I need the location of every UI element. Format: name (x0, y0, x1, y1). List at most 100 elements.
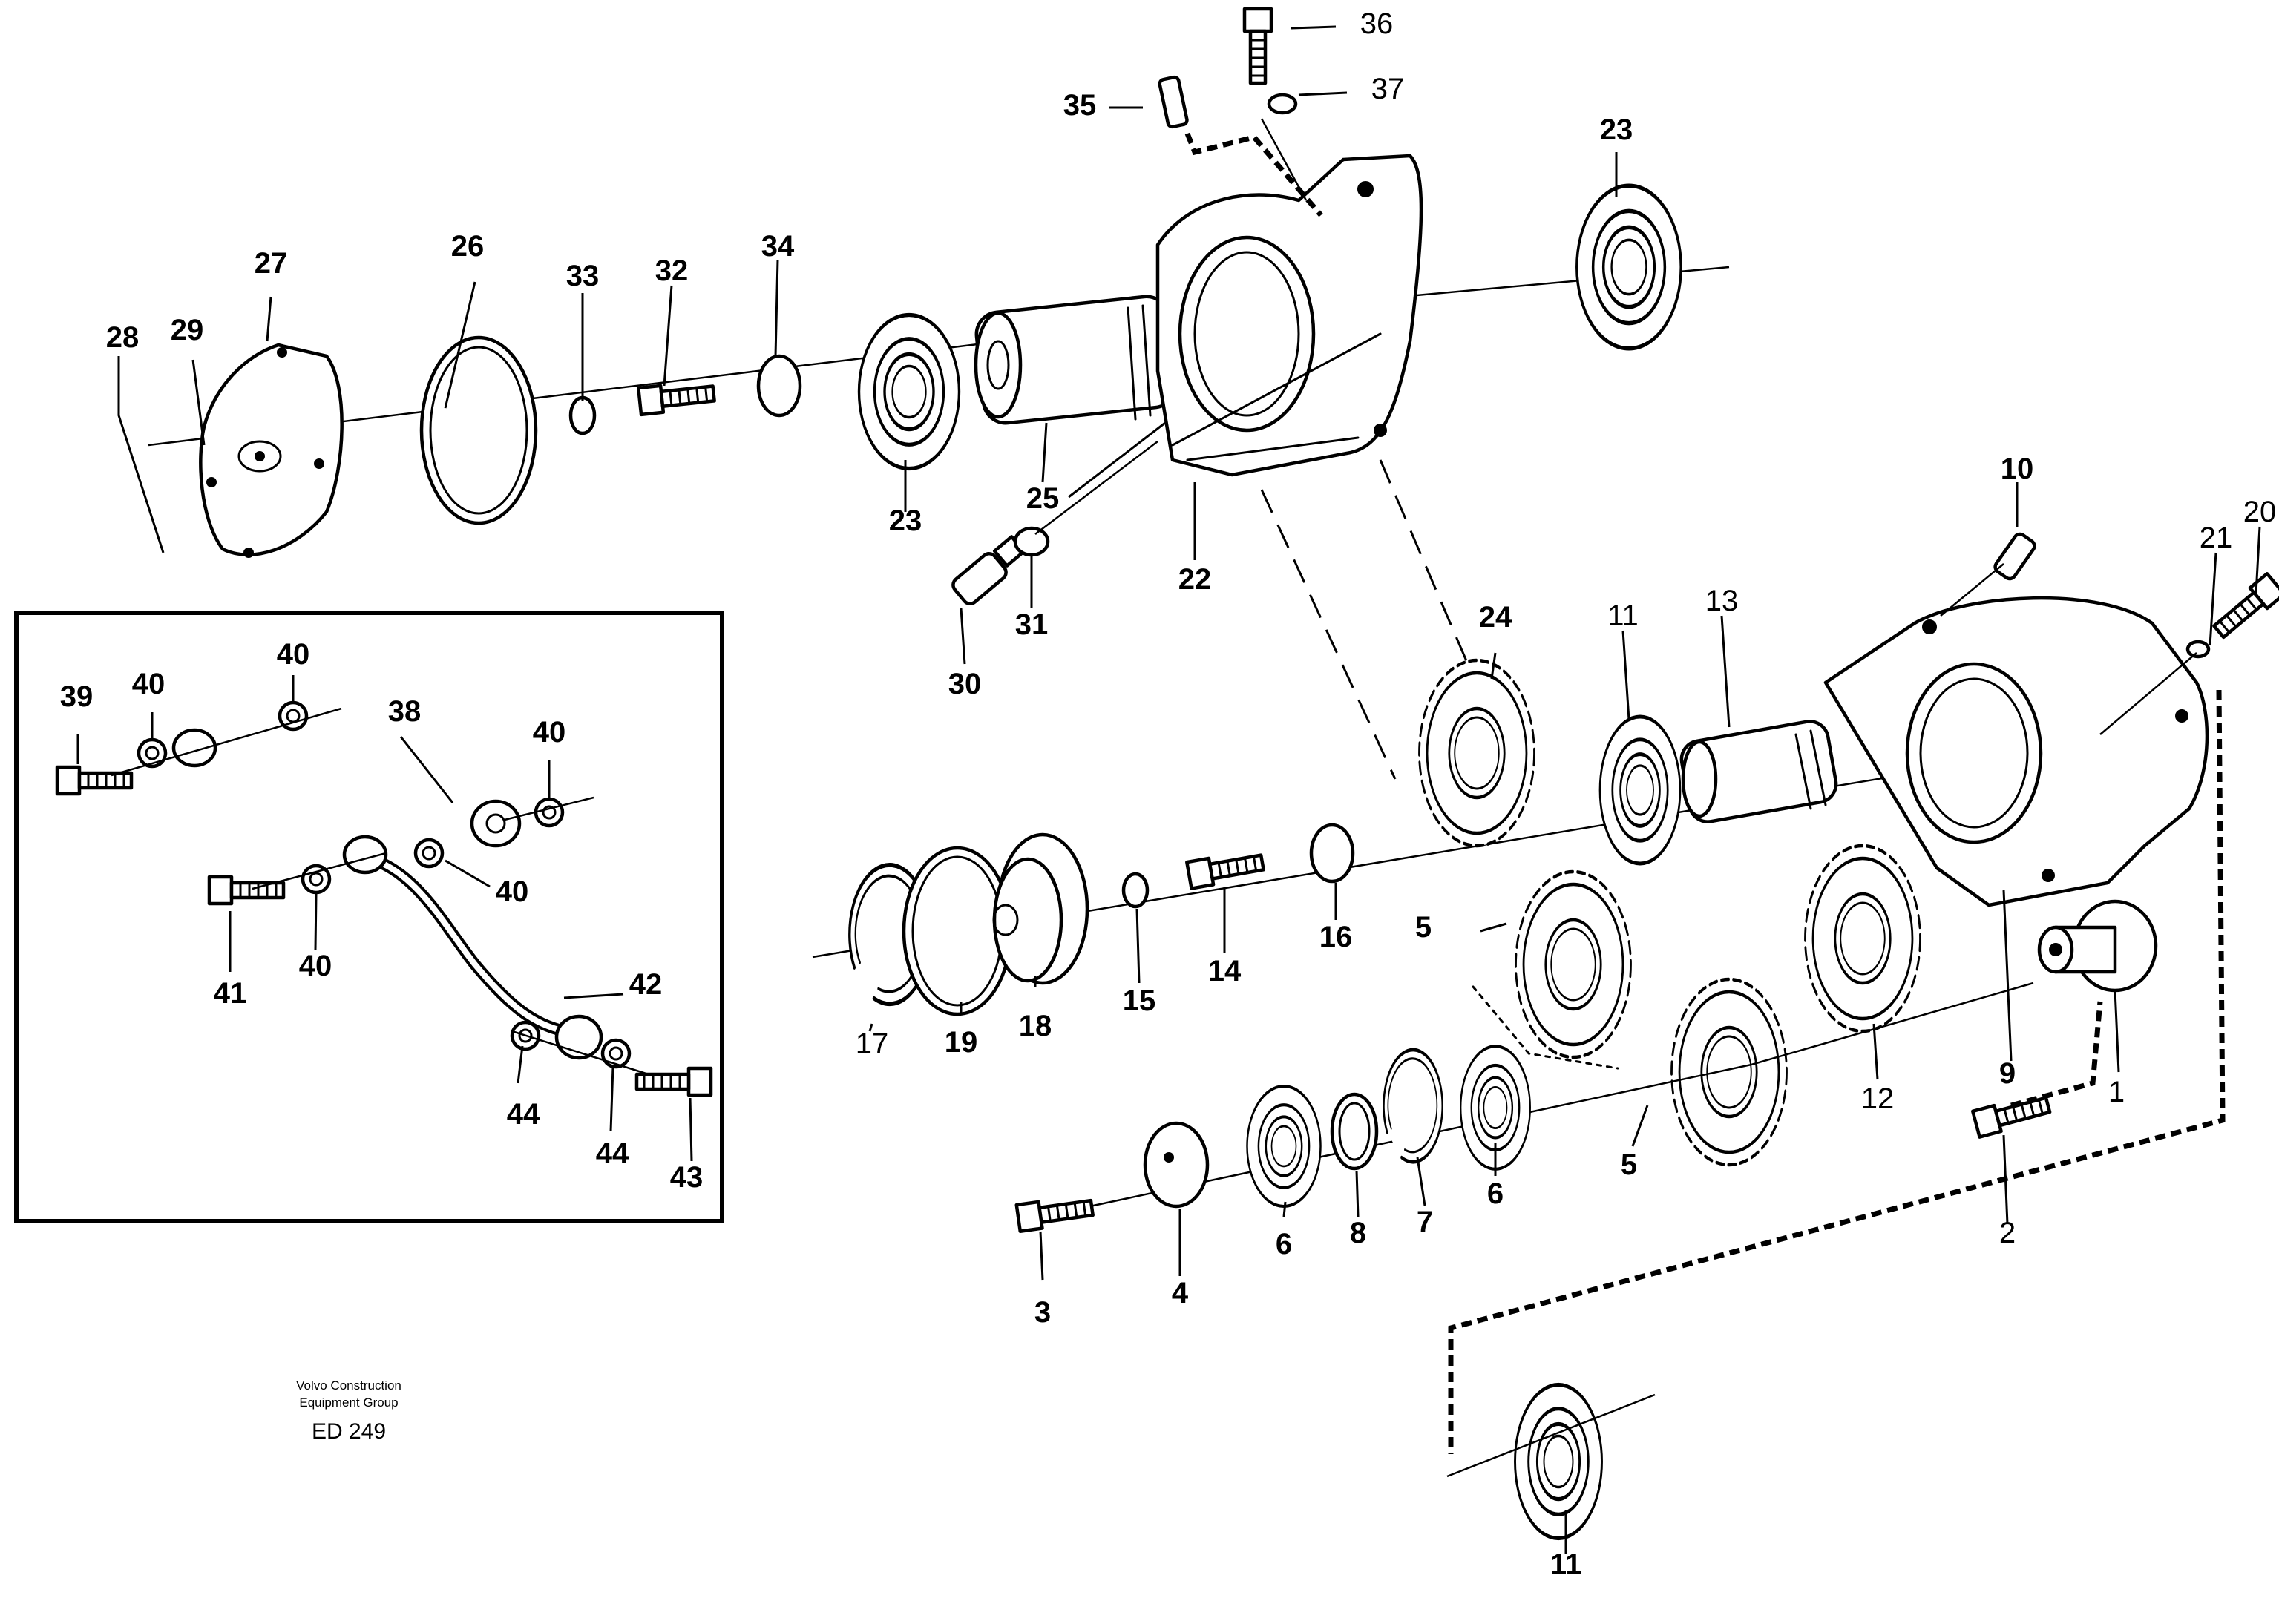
gear-24 (1420, 660, 1535, 846)
callout-29: 29 (171, 314, 204, 346)
callout-6-right: 6 (1487, 1177, 1504, 1210)
callout-31: 31 (1015, 608, 1049, 641)
callout-27: 27 (255, 247, 288, 280)
callout-5-upper: 5 (1415, 911, 1432, 944)
callout-36: 36 (1360, 7, 1394, 40)
callout-40-d: 40 (496, 875, 529, 908)
callout-42: 42 (629, 968, 663, 1001)
shaft-25 (974, 295, 1178, 425)
callout-26: 26 (451, 230, 485, 263)
callout-24: 24 (1479, 601, 1512, 634)
flange-1 (2037, 899, 2158, 993)
callout-40-e: 40 (299, 950, 332, 982)
callout-40-b: 40 (277, 638, 310, 671)
bearing-11-upper (1600, 717, 1680, 864)
callout-9: 9 (1999, 1057, 2016, 1090)
callout-5-lower: 5 (1621, 1148, 1637, 1181)
housing-9 (1823, 596, 2209, 907)
callout-39: 39 (60, 680, 94, 713)
bolt-39 (57, 767, 131, 794)
bearing-23-right (1577, 185, 1681, 349)
credit-company: Volvo Construction (296, 1378, 401, 1393)
callout-6-left: 6 (1276, 1228, 1292, 1260)
gear-5-lower (1672, 979, 1787, 1165)
callout-14: 14 (1208, 955, 1242, 987)
washer-4 (1143, 1121, 1210, 1209)
callout-15: 15 (1123, 984, 1156, 1017)
oring-26 (419, 335, 538, 525)
callout-25: 25 (1026, 482, 1060, 515)
callout-3: 3 (1034, 1296, 1051, 1329)
washer-40d (416, 840, 442, 867)
washer-15 (1121, 872, 1150, 909)
callout-38: 38 (388, 695, 422, 728)
gear-12 (1806, 846, 1921, 1031)
bolt-2 (1973, 1092, 2051, 1137)
callout-21: 21 (2200, 522, 2233, 554)
seal-16 (1309, 823, 1355, 884)
callout-16: 16 (1319, 921, 1353, 953)
bolt-41 (209, 877, 283, 904)
cover-27 (199, 343, 344, 558)
callout-28: 28 (106, 321, 140, 354)
bolt-32 (638, 381, 715, 415)
washer-44b (603, 1040, 629, 1067)
leader-lines (117, 25, 2261, 1554)
credit-group: Equipment Group (299, 1395, 399, 1410)
callout-2: 2 (1999, 1217, 2016, 1249)
washer-31 (1013, 526, 1050, 557)
callout-11-lower: 11 (1550, 1548, 1581, 1581)
oring-26-inner (429, 346, 528, 515)
callout-11-upper: 11 (1607, 599, 1639, 632)
bolt-43 (637, 1068, 711, 1095)
callout-33: 33 (566, 260, 600, 292)
callout-4: 4 (1172, 1277, 1189, 1309)
callout-44-b: 44 (596, 1137, 629, 1170)
callout-32: 32 (655, 254, 689, 287)
callout-13: 13 (1705, 585, 1739, 617)
washer-21 (2185, 640, 2211, 659)
callout-23-left: 23 (889, 504, 922, 537)
pin-35 (1158, 75, 1189, 129)
washer-40c (536, 799, 563, 826)
callout-1: 1 (2108, 1076, 2125, 1108)
callout-30: 30 (948, 668, 982, 700)
callout-44-a: 44 (507, 1098, 540, 1131)
inset-frame (14, 611, 724, 1223)
callout-12: 12 (1861, 1082, 1895, 1115)
callout-8: 8 (1350, 1217, 1366, 1249)
callout-17: 17 (856, 1028, 889, 1060)
callout-43: 43 (670, 1161, 704, 1194)
seal-11-lower (1515, 1385, 1602, 1539)
bearing-6-left (1247, 1086, 1321, 1206)
callout-10: 10 (2001, 453, 2034, 485)
washer-33 (568, 395, 597, 435)
inset-panel (14, 611, 724, 1223)
shaft-13 (1679, 720, 1838, 823)
sensor-30 (951, 535, 1026, 605)
pipe-42 (342, 835, 603, 1060)
callout-35: 35 (1063, 89, 1097, 122)
callout-20: 20 (2243, 496, 2277, 528)
callout-41: 41 (214, 977, 247, 1010)
callouts: 1 2 3 4 5 5 6 6 7 8 9 10 11 11 12 13 14 … (60, 7, 2277, 1581)
gear-5-upper (1516, 872, 1631, 1057)
cover-18 (992, 832, 1089, 985)
callout-40-a: 40 (132, 668, 165, 700)
sleeve-10 (1993, 532, 2036, 581)
callout-22: 22 (1178, 563, 1212, 596)
washer-37 (1267, 93, 1298, 115)
bolt-36 (1245, 9, 1271, 83)
washer-40a (139, 740, 165, 766)
seal-34 (756, 354, 802, 418)
callout-7: 7 (1417, 1206, 1433, 1238)
callout-40-c: 40 (533, 716, 566, 749)
bolt-3 (1017, 1194, 1094, 1232)
callout-19: 19 (945, 1026, 978, 1059)
callout-37: 37 (1371, 73, 1405, 105)
callout-34: 34 (761, 230, 795, 263)
drawing-code: ED 249 (311, 1419, 387, 1444)
housing-22 (1155, 154, 1423, 477)
callout-18: 18 (1019, 1010, 1052, 1042)
